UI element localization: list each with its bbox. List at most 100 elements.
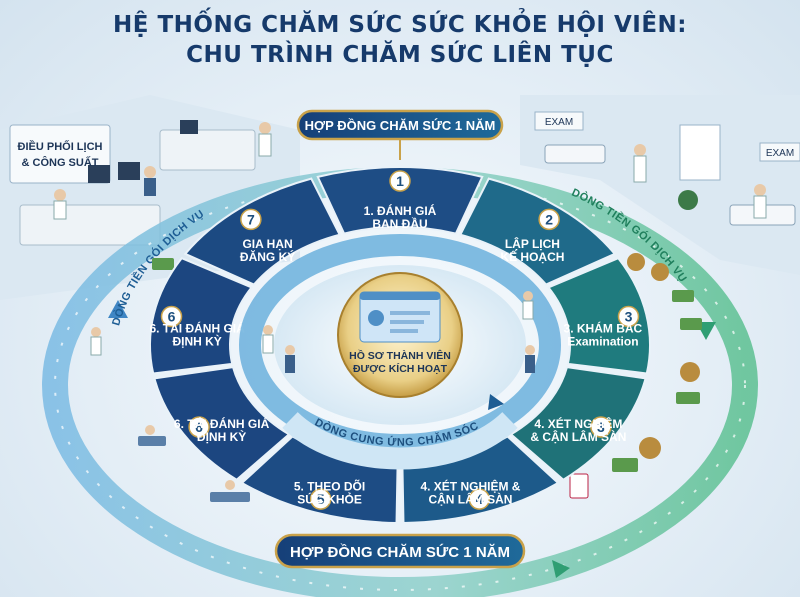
stage-label-line-2: KẾ HOẠCH bbox=[500, 249, 564, 264]
cash-icon bbox=[612, 458, 638, 472]
exam-sign-2-label: EXAM bbox=[766, 148, 794, 159]
inner-flow-band bbox=[282, 412, 518, 470]
stage-label-line-1: LẬP LỊCH bbox=[505, 236, 560, 251]
member-profile-medallion: HỒ SƠ THÀNH VIÊN ĐƯỢC KÍCH HOẠT bbox=[337, 272, 463, 398]
stage-segment-7 bbox=[153, 365, 291, 481]
person-body bbox=[285, 355, 295, 373]
center-card-line-2: ĐƯỢC KÍCH HOẠT bbox=[353, 362, 448, 375]
doctor-icon bbox=[754, 184, 766, 196]
stage-number-badge bbox=[188, 416, 210, 438]
person-icon bbox=[145, 425, 155, 435]
arrow-icon bbox=[108, 300, 128, 318]
stage-label-line-2: ĐỊNH KỲ bbox=[172, 333, 221, 348]
staff-person-icon bbox=[259, 122, 271, 134]
top-contract-banner: HỢP ĐỒNG CHĂM SỨC 1 NĂM bbox=[296, 109, 504, 160]
right-clinic-floor bbox=[520, 95, 800, 275]
person-icon bbox=[525, 345, 535, 355]
stage-label-line-1: 3. KHÁM BÁC bbox=[564, 320, 643, 335]
plant-icon bbox=[678, 190, 698, 210]
card-line bbox=[390, 329, 418, 333]
staff-body bbox=[258, 133, 272, 157]
bottom-banner-pill bbox=[274, 533, 526, 569]
person-body bbox=[525, 355, 535, 373]
stage-label-line-1: GIA HẠN bbox=[242, 237, 292, 251]
title-line-1: HỆ THỐNG CHĂM SỨC SỨC KHỎE HỘI VIÊN: bbox=[113, 12, 687, 38]
document-icon bbox=[569, 473, 589, 499]
stage-number-badge bbox=[468, 488, 491, 510]
doctor-body bbox=[633, 155, 647, 183]
staff-body bbox=[144, 178, 156, 196]
person-icon bbox=[285, 345, 295, 355]
stage-label-line-2: Examination bbox=[567, 334, 638, 348]
staff-person-icon bbox=[54, 189, 66, 201]
schedule-sign bbox=[9, 124, 111, 184]
cash-icon bbox=[672, 290, 694, 302]
stage-number-badge bbox=[389, 170, 411, 192]
avatar-icon bbox=[368, 310, 384, 326]
stage-segment-4 bbox=[509, 365, 647, 481]
stage-label-line-1: 6. TÁI ĐÁNH GIÁ bbox=[174, 416, 270, 431]
id-card-header bbox=[360, 292, 440, 300]
stage-label-line-2: ĐĂNG KÝ bbox=[240, 249, 295, 264]
arrow-icon bbox=[552, 560, 570, 578]
center-card-line-1: HỒ SƠ THÀNH VIÊN bbox=[349, 349, 451, 362]
doctor-body bbox=[753, 195, 767, 219]
cash-icon bbox=[680, 318, 702, 330]
exam-sign-1 bbox=[534, 111, 584, 131]
outer-ring-dashes bbox=[54, 179, 746, 591]
stage-number: 5 bbox=[317, 491, 325, 507]
money-icons bbox=[152, 253, 702, 499]
stage-number-badge bbox=[240, 208, 262, 231]
stage-label-line-2: BAN ĐẦU bbox=[372, 216, 427, 231]
schedule-sign-line-2: & CÔNG SUẤT bbox=[22, 156, 99, 169]
person-body bbox=[522, 300, 534, 320]
stage-number-badge bbox=[590, 416, 612, 438]
reception-desk-back bbox=[159, 129, 256, 171]
person-icon bbox=[263, 325, 273, 335]
money-bag-icon bbox=[651, 263, 669, 281]
inner-ring-band bbox=[239, 234, 561, 456]
stage-number-badge bbox=[538, 208, 560, 231]
monitor-icon bbox=[88, 165, 110, 183]
right-exam-scene bbox=[520, 95, 800, 275]
stage-number: 3 bbox=[625, 309, 633, 325]
person-body bbox=[262, 334, 274, 354]
stage-number: 1 bbox=[396, 173, 404, 189]
top-banner-label: HỢP ĐỒNG CHĂM SỨC 1 NĂM bbox=[305, 118, 496, 133]
schedule-sign-line-1: ĐIỀU PHỐI LỊCH bbox=[18, 139, 103, 153]
stage-number-badge bbox=[617, 305, 640, 328]
stage-segment-2 bbox=[458, 177, 617, 286]
arrow-icon bbox=[488, 394, 504, 410]
title-line-2: CHU TRÌNH CHĂM SỨC LIÊN TỤC bbox=[186, 42, 614, 68]
stage-number: 6 bbox=[195, 419, 203, 435]
stage-segment-3 bbox=[546, 256, 651, 375]
money-bag-icon bbox=[680, 362, 700, 382]
stage-number: 4 bbox=[475, 491, 483, 507]
doctor-icon bbox=[634, 144, 646, 156]
care-staff-figures bbox=[90, 291, 535, 502]
exam-sign-1-label: EXAM bbox=[545, 117, 573, 128]
staff-person-icon bbox=[144, 166, 156, 178]
person-body bbox=[90, 336, 102, 356]
stage-segment-9 bbox=[183, 177, 342, 286]
bottom-contract-banner: HỢP ĐỒNG CHĂM SỨC 1 NĂM bbox=[274, 533, 526, 569]
bottom-banner-label: HỢP ĐỒNG CHĂM SỨC 1 NĂM bbox=[290, 543, 510, 561]
monitor-icon bbox=[180, 120, 198, 134]
person-icon bbox=[91, 327, 101, 337]
wall-chart bbox=[679, 124, 721, 181]
stage-label-line-1: 4. XÉT NGHIỆM bbox=[534, 416, 622, 431]
stage-label-line-1: 6. TÁI ĐÁNH GIÁ bbox=[149, 320, 245, 335]
stage-number-badge bbox=[160, 305, 183, 328]
stage-label-line-2: CẬN LÂM SÀN bbox=[428, 491, 512, 506]
stage-number: 7 bbox=[247, 211, 255, 227]
stage-label-line-2: ĐỊNH KỲ bbox=[197, 429, 246, 444]
staff-body bbox=[53, 200, 67, 220]
card-line bbox=[390, 320, 424, 324]
stage-segment-1 bbox=[316, 166, 484, 235]
stage-label-line-1: 1. ĐÁNH GIÁ bbox=[364, 203, 437, 218]
person-icon bbox=[225, 480, 235, 490]
stage-number: 6 bbox=[168, 309, 176, 325]
